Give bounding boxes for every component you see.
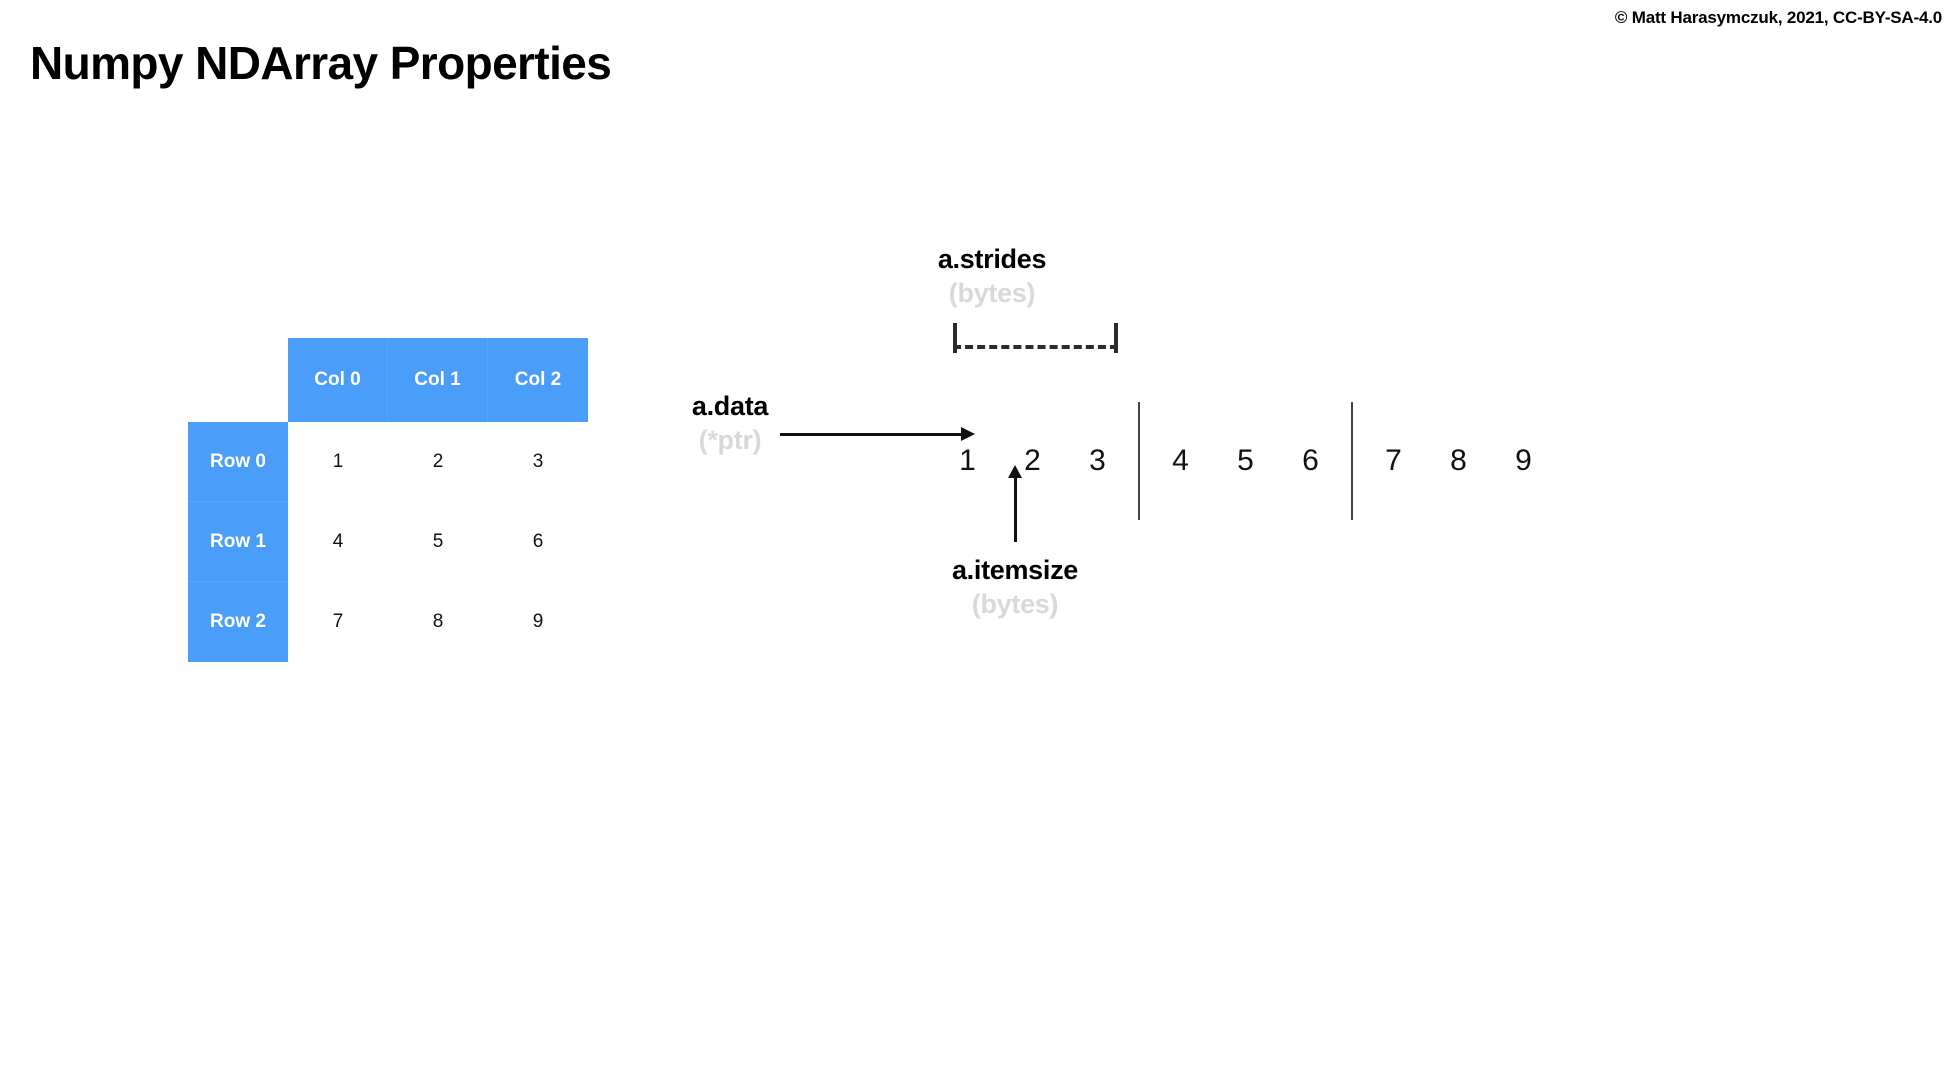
table-column-header-row: Col 0 Col 1 Col 2 — [288, 338, 588, 422]
table-cell: 1 — [332, 451, 344, 472]
itemsize-unit-label: (bytes) — [971, 589, 1059, 619]
arrow-shaft — [780, 433, 963, 436]
strides-unit-label: (bytes) — [948, 278, 1036, 308]
flat-cell: 9 — [1515, 444, 1532, 477]
data-pointer-arrow-icon — [780, 427, 975, 441]
bracket-tick-right — [1114, 323, 1118, 353]
data-unit-label: (*ptr) — [698, 425, 762, 455]
table-row: 4 5 6 — [288, 502, 588, 582]
row-break-separator — [1351, 402, 1353, 520]
table-row-header: Row 0 — [188, 422, 288, 502]
flat-cell: 5 — [1237, 444, 1254, 477]
table-row-header: Row 1 — [188, 502, 288, 582]
table-row-header-column: Row 0 Row 1 Row 2 — [188, 422, 288, 662]
flat-memory-array: 1 2 3 4 5 6 7 8 9 — [935, 402, 1556, 520]
table-row-header: Row 2 — [188, 582, 288, 662]
strides-label: a.strides — [937, 244, 1047, 274]
ndarray-table-figure: Col 0 Col 1 Col 2 Row 0 Row 1 Row 2 1 2 … — [188, 338, 588, 662]
table-cell: 7 — [332, 611, 344, 632]
itemsize-annotation: a.itemsize (bytes) — [915, 555, 1115, 620]
bracket-dashed-line — [953, 345, 1118, 349]
bracket-tick-left — [953, 323, 957, 353]
itemsize-pointer-arrow-icon — [1008, 465, 1022, 542]
table-cell: 2 — [432, 451, 444, 472]
flat-cell: 2 — [1024, 444, 1041, 477]
table-column-header: Col 2 — [488, 338, 588, 422]
flat-cell: 6 — [1302, 444, 1319, 477]
table-column-header: Col 1 — [388, 338, 488, 422]
page-title: Numpy NDArray Properties — [30, 37, 612, 89]
table-cell: 8 — [432, 611, 444, 632]
row-break-separator — [1138, 402, 1140, 520]
flat-cell: 8 — [1450, 444, 1467, 477]
table-row: 7 8 9 — [288, 582, 588, 662]
table-row: 1 2 3 — [288, 422, 588, 502]
flat-cell: 1 — [959, 444, 976, 477]
memory-layout-figure: a.strides (bytes) a.data (*ptr) 1 2 3 4 … — [640, 230, 1940, 680]
strides-annotation: a.strides (bytes) — [892, 244, 1092, 309]
table-column-header: Col 0 — [288, 338, 388, 422]
itemsize-label: a.itemsize — [951, 555, 1079, 585]
data-label: a.data — [691, 391, 769, 421]
table-body: 1 2 3 4 5 6 7 8 9 — [288, 422, 588, 662]
flat-cell: 4 — [1172, 444, 1189, 477]
data-annotation: a.data (*ptr) — [640, 391, 820, 456]
strides-span-bracket — [953, 323, 1118, 353]
flat-cell: 7 — [1385, 444, 1402, 477]
table-cell: 4 — [332, 531, 344, 552]
table-cell: 5 — [432, 531, 444, 552]
table-cell: 3 — [532, 451, 544, 472]
copyright-notice: © Matt Harasymczuk, 2021, CC-BY-SA-4.0 — [1614, 8, 1942, 27]
table-cell: 9 — [532, 611, 544, 632]
arrow-head — [1008, 465, 1022, 478]
arrow-shaft — [1014, 475, 1017, 542]
flat-cell: 3 — [1089, 444, 1106, 477]
arrow-head — [961, 427, 975, 441]
table-cell: 6 — [532, 531, 544, 552]
